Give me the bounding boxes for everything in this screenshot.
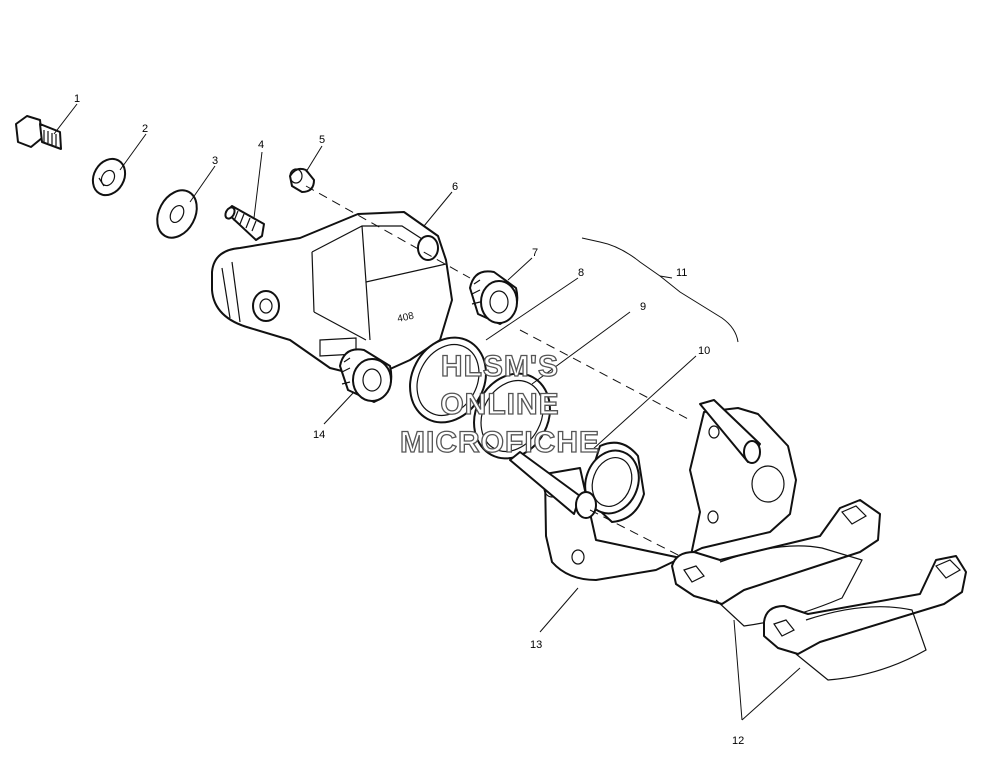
part-2-lock-washer[interactable] (87, 153, 132, 201)
callout-5: 5 (319, 134, 325, 146)
part-7-piston-boot[interactable] (469, 270, 519, 325)
callout-4: 4 (258, 139, 264, 151)
watermark-line-3: MICROFICHE (400, 426, 600, 459)
part-1-bolt[interactable] (15, 115, 62, 150)
part-8-o-ring[interactable] (396, 324, 501, 436)
callout-14: 14 (313, 429, 325, 441)
part-3-flat-washer[interactable] (149, 183, 204, 244)
callout-6: 6 (452, 181, 458, 193)
part-4-bleeder-screw[interactable] (224, 205, 265, 241)
watermark-line-2: ONLINE (440, 388, 559, 421)
watermark: HLSM'S ONLINE MICROFICHE (399, 349, 600, 459)
housing-stamp: 408 (396, 311, 415, 325)
part-12-brake-pad-outer[interactable] (763, 555, 967, 681)
callout-1: 1 (74, 93, 80, 105)
callout-2: 2 (142, 123, 148, 135)
callout-11: 11 (676, 267, 687, 279)
watermark-line-1: HLSM'S (441, 350, 559, 383)
callout-7: 7 (532, 247, 538, 259)
part-6-caliper-housing[interactable]: 408 (211, 211, 453, 379)
callout-10: 10 (698, 345, 710, 357)
callout-13: 13 (530, 639, 542, 651)
callout-3: 3 (212, 155, 218, 167)
part-5-cap[interactable] (289, 167, 315, 193)
group-bracket-11 (581, 237, 739, 343)
leader-lines (53, 103, 801, 721)
part-9-o-ring[interactable] (460, 360, 565, 472)
part-14-piston-boot[interactable] (339, 348, 393, 403)
callout-9: 9 (640, 301, 646, 313)
callout-8: 8 (578, 267, 584, 279)
callout-12: 12 (732, 735, 744, 747)
part-10-piston[interactable] (577, 441, 648, 523)
